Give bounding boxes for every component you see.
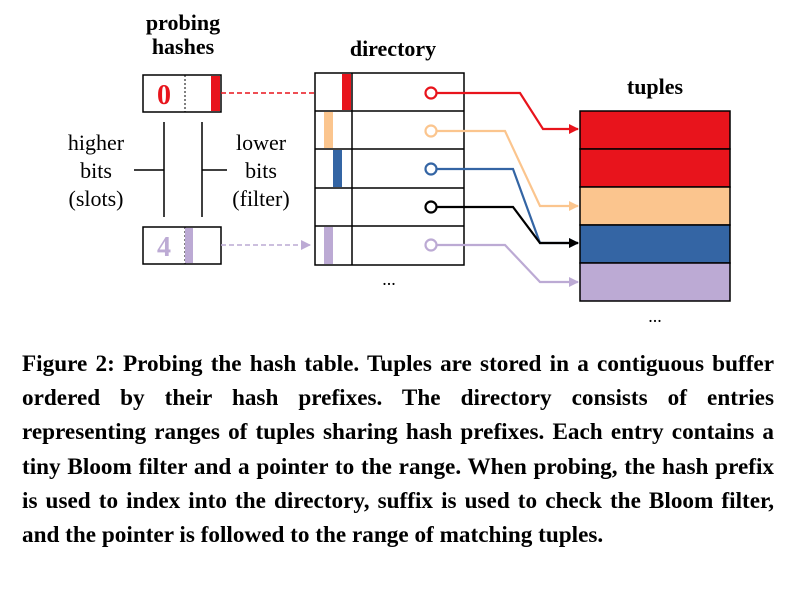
directory-entry-0-filter: [342, 74, 351, 110]
tuple-lavender: [579, 262, 731, 302]
pointer-origin-blue: [424, 162, 438, 176]
probing-hash-4: 4: [142, 226, 222, 265]
higher-bits-label: higher: [68, 130, 125, 155]
directory-entry-2-filter: [333, 150, 342, 187]
pointer-origin-black: [424, 200, 438, 214]
pointer-origin-lavender: [424, 238, 438, 252]
bits-bracket: [134, 122, 227, 217]
higher-bits-label-2: bits: [80, 158, 112, 183]
pointer-red: [437, 91, 579, 134]
figure-caption: Figure 2: Probing the hash table. Tuples…: [22, 347, 774, 552]
figure-label: Figure 2:: [22, 351, 115, 377]
lower-bits-label-2: bits: [245, 158, 277, 183]
directory-entry-4-filter: [324, 227, 333, 264]
directory-entry-1-filter: [324, 112, 333, 148]
tuple-red-2: [579, 148, 731, 188]
lower-bits-label-3: (filter): [232, 186, 289, 211]
lower-bits-label: lower: [236, 130, 287, 155]
tuples-buffer: [579, 110, 731, 302]
hash-table-diagram: probing hashes directory tuples 0 4 high…: [68, 10, 731, 326]
figure-caption-text: Probing the hash table. Tuples are store…: [22, 351, 775, 549]
tuples-ellipsis: ...: [648, 306, 662, 326]
tuple-orange: [579, 186, 731, 226]
tuples-label: tuples: [627, 74, 684, 99]
pointer-lavender: [437, 243, 579, 287]
directory-label: directory: [350, 36, 436, 61]
probing-hashes-label-2: hashes: [152, 34, 215, 59]
tuple-red-1: [579, 110, 731, 150]
hash-value-0: 0: [157, 80, 171, 111]
pointer-origin-orange: [424, 124, 438, 138]
tuple-blue: [579, 224, 731, 264]
higher-bits-label-3: (slots): [69, 186, 124, 211]
probing-hashes-label: probing: [146, 10, 220, 35]
directory-table: [314, 72, 465, 266]
directory-ellipsis: ...: [382, 269, 396, 289]
probing-hash-0: 0: [142, 74, 222, 113]
hash-value-4: 4: [157, 232, 171, 263]
pointer-black: [437, 205, 579, 248]
pointer-orange: [437, 129, 579, 211]
pointer-origin-red: [424, 86, 438, 100]
